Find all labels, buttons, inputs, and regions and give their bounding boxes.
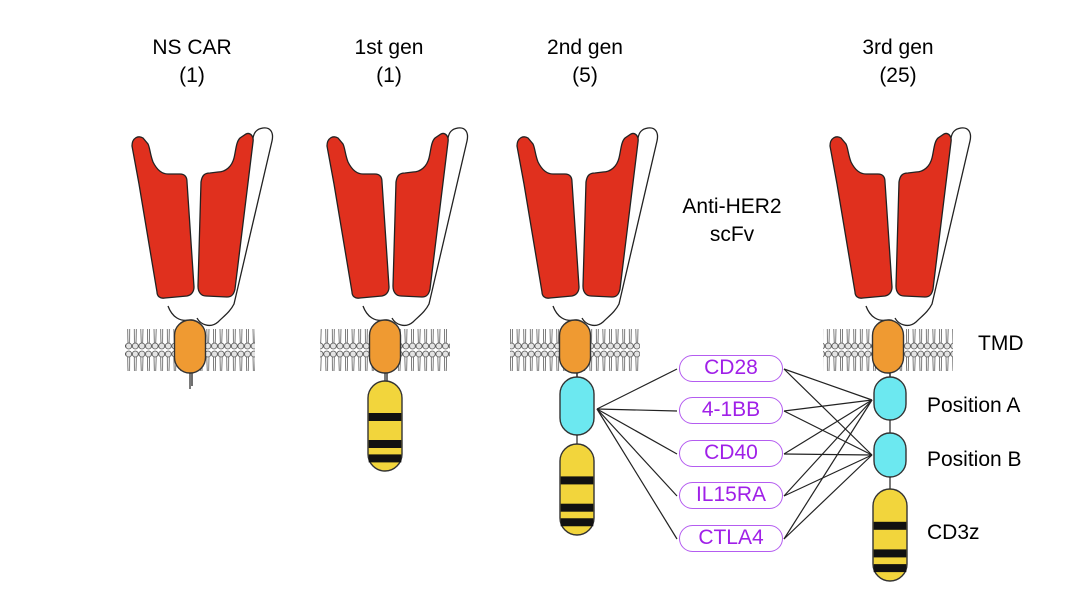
cd3z-domain (872, 488, 908, 582)
construct-title-3rd-gen: 3rd gen (25) (818, 34, 978, 91)
transmembrane-domain (173, 319, 207, 374)
cd3z-domain (559, 443, 595, 536)
costim-domain (559, 376, 595, 436)
itam-band (560, 518, 594, 527)
costim-pill-cd28: CD28 (679, 355, 783, 382)
costim-position-b (873, 432, 907, 478)
tmd-label: TMD (978, 332, 1024, 355)
costim-pill-ctla4: CTLA4 (679, 525, 783, 552)
connector-line-a (783, 399, 873, 497)
itam-band (368, 454, 402, 463)
construct-count: (1) (179, 64, 205, 88)
itam-band (873, 549, 907, 558)
connector-line-b (783, 368, 873, 456)
construct-title-2nd-gen: 2nd gen (5) (505, 34, 665, 91)
transmembrane-domain (368, 319, 402, 374)
connector-line-b (783, 410, 873, 456)
construct-name: 2nd gen (547, 36, 623, 59)
connector-line-b (783, 454, 873, 497)
scfv-label: Anti-HER2 scFv (672, 193, 792, 250)
cd3z-body (559, 443, 595, 536)
cd3z-label: CD3z (927, 521, 980, 544)
connector-line (596, 368, 678, 410)
connector-line-b (783, 453, 873, 456)
itam-band (873, 564, 907, 573)
cd3z-body (367, 380, 403, 472)
connector-line (596, 408, 678, 497)
itam-band (560, 476, 594, 485)
position-b-label: Position B (927, 448, 1022, 471)
scfv-label-line1: Anti-HER2 (682, 195, 782, 218)
position-a-label: Position A (927, 394, 1021, 417)
construct-title-1st-gen: 1st gen (1) (309, 34, 469, 91)
itam-band (368, 440, 402, 448)
costim-pill-4-1bb: 4-1BB (679, 397, 783, 424)
connector-line-a (783, 399, 873, 412)
construct-title-ns-car: NS CAR (1) (112, 34, 272, 91)
connector-line-a (783, 368, 873, 401)
construct-name: 3rd gen (862, 36, 934, 59)
itam-band (560, 503, 594, 512)
construct-name: NS CAR (152, 36, 232, 59)
costim-pill-cd40: CD40 (679, 440, 783, 467)
construct-name: 1st gen (354, 36, 424, 59)
scfv-label-line2: scFv (709, 223, 755, 247)
connector-line-b (783, 454, 873, 540)
costim-pill-il15ra: IL15RA (679, 482, 783, 509)
connector-line (596, 408, 678, 540)
connector-line (596, 408, 678, 412)
transmembrane-domain (871, 319, 905, 374)
connector-line (596, 408, 678, 455)
cd3z-body (872, 488, 908, 582)
construct-count: (5) (572, 64, 598, 88)
itam-band (873, 521, 907, 530)
construct-count: (1) (376, 64, 402, 88)
cd3z-domain (367, 380, 403, 472)
transmembrane-domain (558, 319, 592, 374)
costim-position-a (873, 376, 907, 421)
connector-line-a (783, 399, 873, 540)
itam-band (368, 413, 402, 421)
connector-line-a (783, 399, 873, 455)
construct-count: (25) (879, 64, 917, 88)
